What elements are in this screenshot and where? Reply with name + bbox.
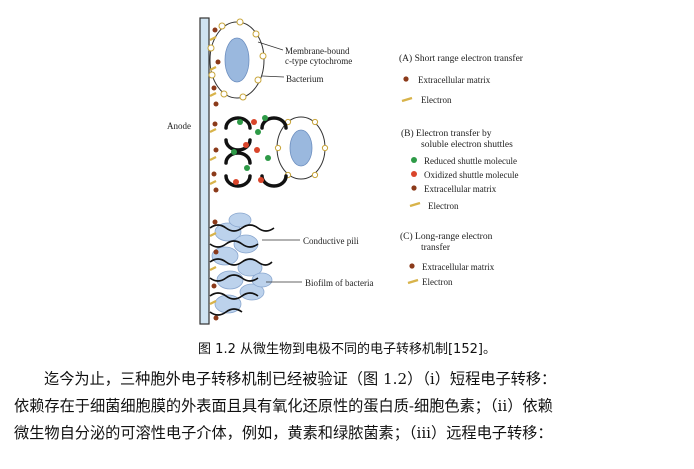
legend-c-title-2: transfer [421, 243, 451, 253]
legend-a-electron: Electron [421, 95, 452, 105]
legend-a-electron-symbol [401, 96, 413, 103]
pili-label: Conductive pili [303, 236, 359, 246]
legend-c-matrix: Extracellular matrix [422, 262, 495, 272]
legend-symbols [401, 76, 421, 285]
membrane-label-1: Membrane-bound [285, 46, 350, 56]
legend-c-matrix-symbol [409, 263, 415, 269]
bacterium-label: Bacterium [286, 74, 324, 84]
legend-c-electron: Electron [422, 277, 453, 287]
anode-bar [199, 17, 210, 325]
legend-a-title: (A) Short range electron transfer [399, 54, 523, 64]
biofilm-label: Biofilm of bacteria [305, 278, 374, 288]
legend-a-matrix-symbol [403, 76, 409, 82]
paragraph-line-1: 迄今为止，三种胞外电子转移机制已经被验证（图 1.2）（ⅰ）短程电子转移： [44, 370, 557, 388]
legend-b-title-1: (B) Electron transfer by [401, 129, 492, 139]
legend-b-matrix: Extracellular matrix [424, 184, 497, 194]
legend-b-title-2: soluble electron shuttles [421, 140, 513, 150]
legend-b-electron: Electron [428, 201, 459, 211]
anode-label: Anode [167, 121, 191, 131]
figure-1-2: Anode Membrane-bound c-type cytochrome B… [167, 17, 523, 325]
electron-transfer-diagram [199, 17, 421, 325]
panel-a-bacterium [207, 18, 285, 107]
panel-c-biofilm [209, 212, 302, 321]
legend-b-reduced: Reduced shuttle molecule [424, 156, 517, 166]
legend-b-electron-symbol [409, 201, 421, 208]
legend-b-reduced-symbol [411, 157, 417, 163]
figure-caption: 图 1.2 从微生物到电极不同的电子转移机制[152]。 [198, 342, 496, 357]
panel-b-shuttles [209, 115, 329, 193]
paragraph-line-3: 微生物自分泌的可溶性电子介体，例如，黄素和绿脓菌素；（iii）远程电子转移： [14, 424, 553, 442]
legend-c-electron-symbol [407, 278, 419, 285]
legend-b-oxidized-symbol [411, 171, 417, 177]
legend-a-matrix: Extracellular matrix [418, 75, 491, 85]
paragraph-line-2: 依赖存在于细菌细胞膜的外表面且具有氧化还原性的蛋白质-细胞色素；（ii）依赖 [14, 397, 553, 415]
membrane-label-2: c-type cytochrome [285, 56, 353, 66]
legend-c-title-1: (C) Long-range electron [400, 232, 493, 242]
legend-b-matrix-symbol [411, 185, 417, 191]
legend-b-oxidized: Oxidized shuttle molecule [424, 170, 519, 180]
